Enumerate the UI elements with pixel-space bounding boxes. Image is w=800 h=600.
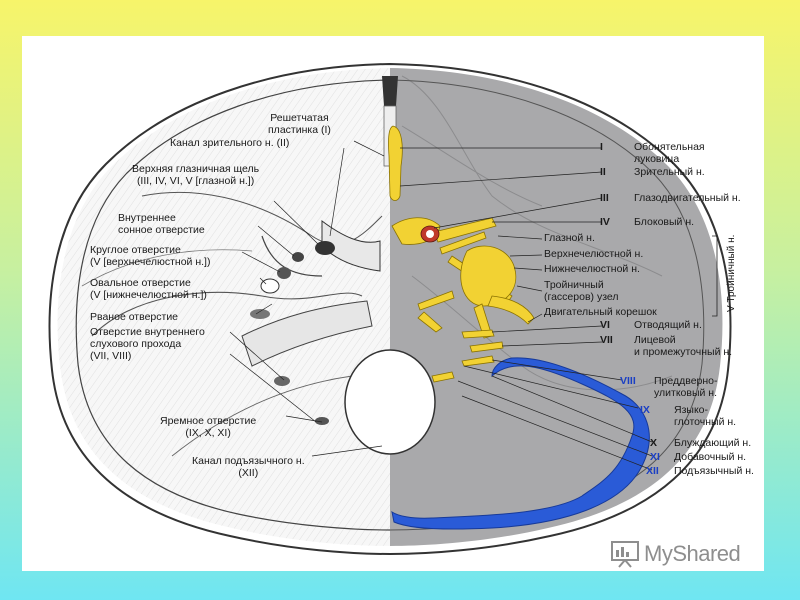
nerve-label: Верхнечелюстной н. bbox=[544, 248, 644, 260]
label-optic-canal: Канал зрительного н. (II) bbox=[170, 137, 290, 149]
nerve-number: IV bbox=[600, 216, 610, 228]
nerve-number: VIII bbox=[620, 375, 636, 387]
nerve-number: VII bbox=[600, 334, 613, 346]
label-superior-orbital-fissure: Верхняя глазничная щель (III, IV, VI, V … bbox=[132, 163, 260, 187]
venous-sinus bbox=[391, 357, 650, 530]
nerve-number: VI bbox=[600, 319, 610, 331]
nerve-label: Лицевой и промежуточный н. bbox=[634, 334, 733, 358]
nerve-number: IX bbox=[640, 404, 650, 416]
nerve-label: Глазной н. bbox=[544, 232, 595, 244]
label-foramen-rotundum: Круглое отверстие (V [верхнечелюстной н.… bbox=[90, 244, 211, 268]
label-foramen-ovale: Овальное отверстие (V [нижнечелюстной н.… bbox=[90, 277, 207, 301]
nerve-label: Преддверно- улитковый н. bbox=[654, 375, 718, 399]
nerve-label: Обонятельная луковица bbox=[634, 141, 705, 165]
slide: Решетчатая пластинка (I) Канал зрительно… bbox=[22, 36, 764, 571]
nerve-number: X bbox=[650, 437, 658, 449]
cranial-nerves bbox=[388, 125, 535, 383]
nerve-label: Зрительный н. bbox=[634, 166, 705, 178]
nerve-label: Добавочный н. bbox=[674, 451, 747, 463]
presentation-icon bbox=[611, 541, 639, 568]
nerve-number: III bbox=[600, 192, 609, 204]
nerve-number: XII bbox=[646, 465, 659, 477]
nerve-label: Тройничный (гассеров) узел bbox=[544, 279, 619, 303]
label-jugular-foramen: Яремное отверстие (IX, X, XI) bbox=[160, 415, 257, 439]
nerve-label: Глазодвигательный н. bbox=[634, 192, 741, 204]
label-internal-acoustic-meatus: Отверстие внутреннего слухового прохода … bbox=[90, 326, 205, 362]
label-ethmoid-plate: Решетчатая пластинка (I) bbox=[268, 112, 331, 136]
watermark-text: MyShared bbox=[644, 541, 741, 566]
nerve-label: Языко- глоточный н. bbox=[674, 404, 737, 428]
nerve-number: XI bbox=[650, 451, 660, 463]
watermark-logo: MyShared bbox=[610, 540, 741, 568]
nerve-number: II bbox=[600, 166, 606, 178]
nerve-label: Двигательный корешок bbox=[544, 306, 657, 318]
label-foramen-lacerum: Рваное отверстие bbox=[90, 311, 179, 323]
label-hypoglossal-canal: Канал подъязычного н. (XII) bbox=[192, 455, 305, 479]
nerve-label: Блуждающий н. bbox=[674, 437, 752, 449]
foramen-magnum bbox=[344, 349, 436, 455]
label-internal-carotid-foramen: Внутреннее сонное отверстие bbox=[118, 212, 205, 236]
skull-base-diagram bbox=[48, 62, 732, 556]
nerve-number: I bbox=[600, 141, 603, 153]
nerve-label: Нижнечелюстной н. bbox=[544, 263, 640, 275]
nerve-label: Блоковый н. bbox=[634, 216, 695, 228]
nerve-label: Отводящий н. bbox=[634, 319, 702, 331]
nerve-label: Подъязычный н. bbox=[674, 465, 754, 477]
trigeminal-bracket-label: V Тройничный н. bbox=[726, 234, 737, 312]
